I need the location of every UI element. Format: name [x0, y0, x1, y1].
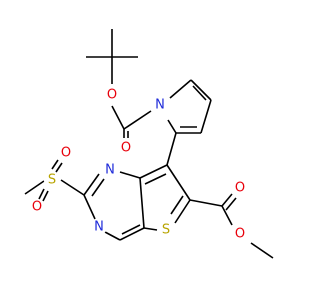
bond-c4-to-c4a-inner	[121, 224, 141, 235]
atom-s-thiophene-label: S	[162, 223, 170, 238]
atom-label-layer: O N O O S O N N	[29, 87, 248, 242]
atom-n-pyrrole-label: N	[155, 98, 165, 113]
bond-pyrrole-c4-c3	[200, 99, 212, 134]
bond-sulfonyl-s-o-bottom-b	[42, 190, 49, 202]
bond-n-top-to-c2	[83, 173, 100, 196]
bond-s-to-c4a	[143, 227, 158, 231]
atom-o-ester-ether: O	[232, 226, 248, 242]
atom-o-sulfonyl-bottom: O	[29, 199, 45, 215]
bond-c6-to-s	[174, 199, 191, 224]
bond-sulfonyl-s-o-top-b	[55, 162, 63, 173]
atom-n-pyrimidine-bottom: N	[91, 219, 107, 235]
atom-n-pyrimidine-bottom-label: N	[94, 220, 104, 235]
bond-c7a-to-c7-inner	[144, 173, 167, 185]
atom-o-ester-carbonyl-label: O	[235, 181, 245, 196]
atom-o-ester-ether-label: O	[235, 227, 245, 242]
bond-boc-carbonyl-c-to-n	[123, 110, 152, 130]
atom-o-boc-carbonyl: O	[118, 140, 134, 156]
bond-c4a-to-c7a	[139, 177, 145, 229]
bond-c2-to-n-bottom	[83, 194, 96, 220]
bond-pyrrole-to-c7	[166, 132, 177, 166]
atom-n-pyrimidine-top-label: N	[105, 163, 115, 178]
atom-o-sulfonyl-top-label: O	[61, 146, 71, 161]
bond-pyrrole-c5-c4-inner	[192, 85, 207, 101]
bond-ester-c-o-double-b	[225, 197, 237, 211]
bond-ether-o-to-carbonyl-c	[111, 105, 125, 130]
bond-ester-c-o-double-a	[221, 193, 233, 207]
bond-c6-to-s-inner	[170, 195, 184, 215]
bond-layer	[24, 29, 274, 259]
bond-pyrrole-c5-c4	[190, 79, 212, 101]
bond-pyrrole-c2-to-n	[167, 119, 177, 134]
bond-pyrrole-n-to-c5	[169, 79, 192, 99]
atom-s-sulfonyl-label: S	[48, 173, 56, 188]
atom-o-boc-carbonyl-label: O	[121, 141, 131, 156]
atom-o-sulfonyl-bottom-label: O	[32, 200, 42, 215]
bond-n-top-to-c2-inner	[91, 178, 105, 197]
bond-sulfonyl-s-methyl	[24, 180, 45, 195]
bond-c4-to-c4a	[119, 227, 145, 241]
bond-c7-to-c6	[166, 164, 191, 201]
bond-sulfonyl-s-o-top-a	[51, 159, 59, 170]
atom-o-boc-ether: O	[104, 87, 120, 103]
atom-o-boc-ether-label: O	[107, 88, 117, 103]
bond-c7a-to-n-top	[119, 171, 141, 179]
atom-n-pyrimidine-top: N	[102, 162, 118, 178]
molecule-structure-diagram: O N O O S O N N	[24, 29, 274, 259]
bond-n-bottom-to-c4	[104, 231, 121, 241]
atom-o-sulfonyl-top: O	[58, 145, 74, 161]
atom-o-ester-carbonyl: O	[232, 180, 248, 196]
atom-n-pyrrole: N	[152, 97, 168, 113]
atom-s-sulfonyl: S	[44, 172, 60, 188]
bond-c2-to-sulfonyl-s	[60, 179, 85, 196]
bond-ester-o-to-methyl	[250, 242, 274, 259]
bond-sulfonyl-s-o-bottom-a	[38, 188, 45, 200]
bond-c6-to-ester-c	[189, 199, 223, 207]
bond-ester-c-to-ether-o	[221, 205, 233, 226]
bond-c7a-to-c7	[139, 164, 168, 179]
atom-s-thiophene: S	[158, 222, 174, 238]
